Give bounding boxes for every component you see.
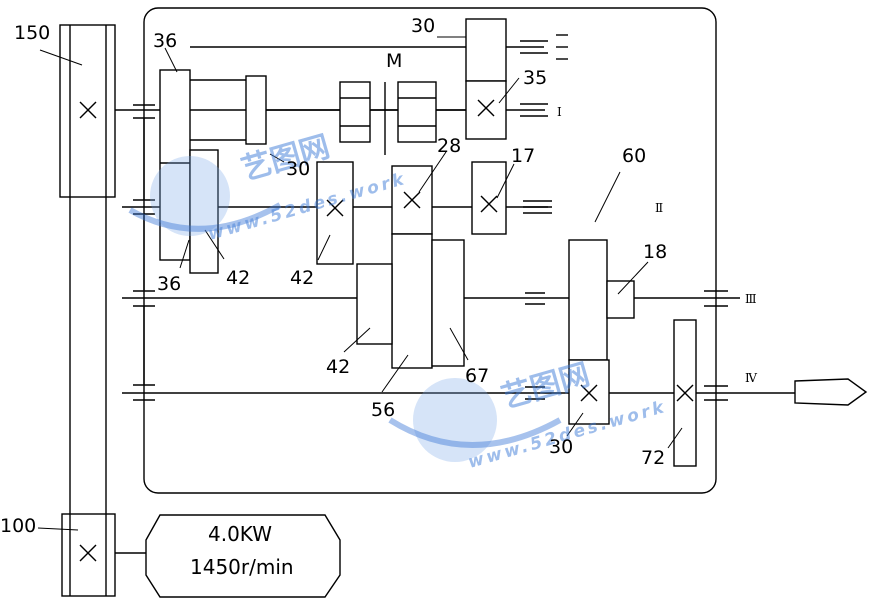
- label-pulley-100: 100: [0, 515, 36, 537]
- gear-60-18: [525, 239, 635, 361]
- gear-28-56: [391, 165, 433, 369]
- label-gear-36-bottom: 36: [157, 273, 181, 295]
- right-bearings: [704, 290, 728, 401]
- label-gear-36-top: 36: [153, 30, 177, 52]
- gear-72: [673, 319, 697, 467]
- label-pulley-150: 150: [14, 22, 50, 44]
- pulley-150: [59, 24, 116, 198]
- shaft-ends: [520, 34, 568, 117]
- label-gear-67: 67: [465, 365, 489, 387]
- label-gear-72: 72: [641, 447, 665, 469]
- motor-power: 4.0KW: [208, 522, 272, 546]
- motor-speed: 1450r/min: [190, 555, 294, 579]
- label-gear-35: 35: [523, 67, 547, 89]
- shaft-label-IV: Ⅳ: [745, 371, 758, 385]
- gear-30-35: [465, 18, 507, 140]
- leader-lines: [37, 36, 683, 531]
- watermark-bottom: 艺图网 www.52des.work: [388, 357, 669, 473]
- gear-67: [431, 239, 465, 367]
- label-gear-42-c: 42: [326, 356, 350, 378]
- label-gear-56: 56: [371, 399, 395, 421]
- gear-42-b: [316, 161, 354, 265]
- label-gear-42-a: 42: [226, 267, 250, 289]
- gear-42-c: [356, 263, 393, 345]
- label-gear-17: 17: [511, 145, 535, 167]
- shaft-label-III: Ⅲ: [745, 292, 757, 306]
- pulley-100: [61, 513, 116, 597]
- label-gear-60: 60: [622, 145, 646, 167]
- label-gear-30-top: 30: [411, 15, 435, 37]
- label-gear-42-b: 42: [290, 267, 314, 289]
- watermark-globe-icon: [413, 378, 497, 462]
- label-clutch-m: M: [386, 50, 402, 72]
- gear-30-bottom: [525, 359, 610, 425]
- coupling-sleeve: [245, 75, 267, 145]
- gear-42-a: [189, 149, 219, 274]
- output-spindle: [794, 378, 868, 406]
- label-gear-30-mid: 30: [286, 158, 310, 180]
- shaft-label-I: I: [557, 105, 562, 119]
- label-gear-28: 28: [437, 135, 461, 157]
- clutch-m: [339, 81, 437, 155]
- watermark-url-2: www.52des.work: [466, 397, 669, 473]
- label-gear-30-bottom: 30: [549, 436, 573, 458]
- label-gear-18: 18: [643, 241, 667, 263]
- gear-17: [471, 161, 552, 235]
- watermark-globe-icon: [150, 156, 230, 236]
- left-bearings: [133, 104, 155, 401]
- motor: [115, 514, 341, 598]
- shaft-label-II: Ⅱ: [655, 201, 663, 215]
